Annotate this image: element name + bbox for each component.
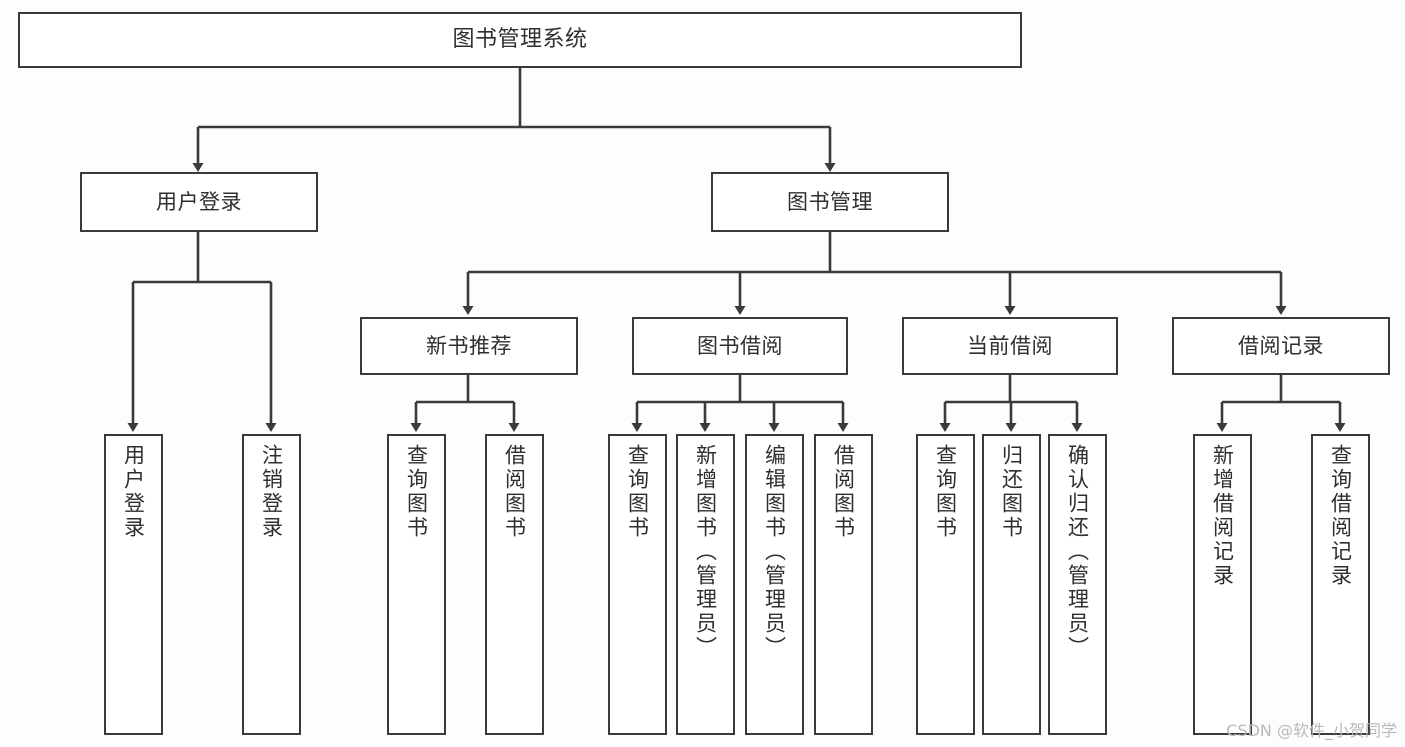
node-book-manage[interactable]: 图书管理: [711, 172, 949, 232]
node-user-login[interactable]: 用户登录: [80, 172, 318, 232]
node-borrow-record[interactable]: 借阅记录: [1172, 317, 1390, 375]
node-leaf-borrow-book-1-label: 借阅图书: [502, 444, 527, 540]
node-book-borrow[interactable]: 图书借阅: [632, 317, 848, 375]
node-leaf-query-record[interactable]: 查询借阅记录: [1311, 434, 1370, 735]
node-leaf-confirm-return[interactable]: 确认归还（管理员）: [1048, 434, 1107, 735]
node-borrow-record-label: 借阅记录: [1238, 333, 1324, 358]
node-leaf-confirm-return-label: 确认归还（管理员）: [1065, 444, 1090, 660]
node-leaf-add-record[interactable]: 新增借阅记录: [1193, 434, 1252, 735]
node-leaf-query-record-label: 查询借阅记录: [1328, 444, 1353, 588]
node-current-borrow-label: 当前借阅: [967, 333, 1053, 358]
node-user-login-label: 用户登录: [156, 189, 242, 214]
node-leaf-return-book[interactable]: 归还图书: [982, 434, 1041, 735]
node-root-system-label: 图书管理系统: [452, 27, 588, 53]
node-leaf-edit-book-label: 编辑图书（管理员）: [762, 444, 787, 660]
node-leaf-add-book[interactable]: 新增图书（管理员）: [676, 434, 735, 735]
node-leaf-query-book-1[interactable]: 查询图书: [387, 434, 446, 735]
node-leaf-borrow-book-2-label: 借阅图书: [831, 444, 856, 540]
node-new-book-rec[interactable]: 新书推荐: [360, 317, 578, 375]
node-book-borrow-label: 图书借阅: [697, 333, 783, 358]
node-leaf-logout-login[interactable]: 注销登录: [242, 434, 301, 735]
node-new-book-rec-label: 新书推荐: [426, 333, 512, 358]
node-leaf-query-book-3[interactable]: 查询图书: [916, 434, 975, 735]
node-leaf-user-login-label: 用户登录: [121, 444, 146, 540]
node-leaf-add-book-label: 新增图书（管理员）: [693, 444, 718, 660]
node-leaf-add-record-label: 新增借阅记录: [1210, 444, 1235, 588]
node-leaf-edit-book[interactable]: 编辑图书（管理员）: [745, 434, 804, 735]
csdn-watermark: CSDN @软件_小贺同学: [1226, 721, 1397, 740]
node-book-manage-label: 图书管理: [787, 189, 873, 214]
node-leaf-query-book-2-label: 查询图书: [625, 444, 650, 540]
node-leaf-borrow-book-2[interactable]: 借阅图书: [814, 434, 873, 735]
node-leaf-borrow-book-1[interactable]: 借阅图书: [485, 434, 544, 735]
node-leaf-query-book-2[interactable]: 查询图书: [608, 434, 667, 735]
node-root-system[interactable]: 图书管理系统: [18, 12, 1022, 68]
node-leaf-logout-login-label: 注销登录: [259, 444, 284, 540]
node-leaf-query-book-3-label: 查询图书: [933, 444, 958, 540]
node-leaf-user-login[interactable]: 用户登录: [104, 434, 163, 735]
node-leaf-return-book-label: 归还图书: [999, 444, 1024, 540]
node-current-borrow[interactable]: 当前借阅: [902, 317, 1118, 375]
node-leaf-query-book-1-label: 查询图书: [404, 444, 429, 540]
